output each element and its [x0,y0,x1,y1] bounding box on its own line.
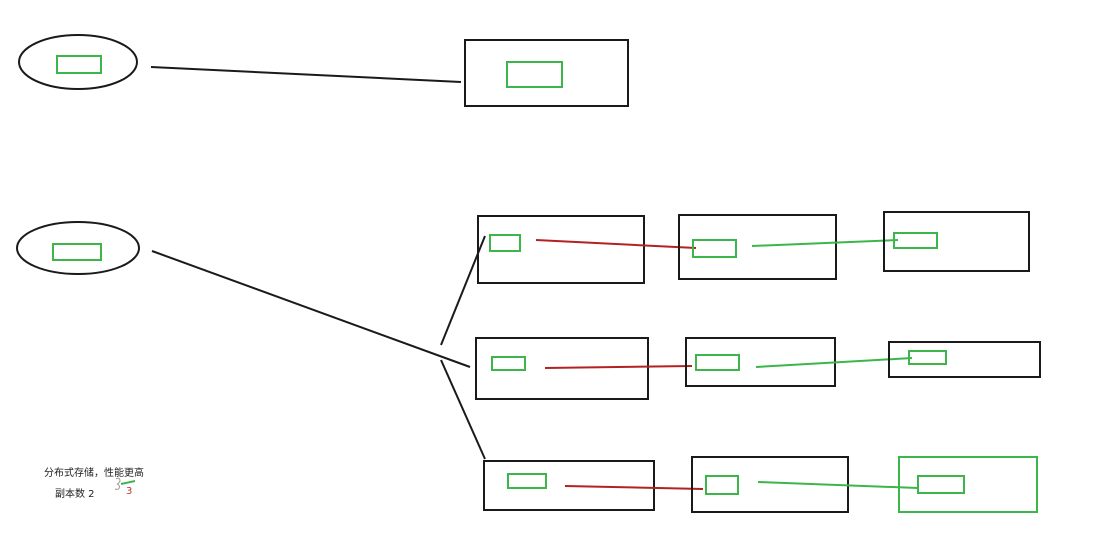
dist-client-inner-block [52,243,102,261]
row2-red-link [544,365,693,369]
dist-main-line [151,250,471,368]
row1-box3-block [893,232,938,249]
dist-client-ellipse [16,221,140,275]
row3-box3-block [917,475,965,494]
note-replica-count: 副本数 2 [55,489,95,500]
row1-green-link [751,239,899,247]
row1-box2-block [692,239,737,258]
row3-box1-block [507,473,547,489]
row1-box3 [883,211,1030,272]
top-server-box [464,39,629,107]
row1-box2 [678,214,837,280]
row3-box3-highlight [898,456,1038,513]
row1-box1-block [489,234,521,252]
row2-box2 [685,337,836,387]
row2-box1 [475,337,649,400]
row3-box2-block [705,475,739,495]
handwritten-correction-mark [114,477,136,490]
row1-red-link [535,239,697,249]
row2-box1-block [491,356,526,371]
top-client-inner-block [56,55,102,74]
row2-box2-block [695,354,740,371]
row1-box1 [477,215,645,284]
top-server-inner-block [506,61,563,88]
row2-box3-block [908,350,947,365]
row2-box3 [888,341,1041,378]
row3-red-link [564,485,704,490]
note-distributed-storage: 分布式存储，性能更高 [44,468,144,479]
note-replica-count-new: 3 [126,486,133,497]
row2-green-link [755,357,913,368]
top-connection-line [150,66,462,83]
row3-green-link [757,481,919,489]
top-client-ellipse [18,34,138,90]
row3-box1 [483,460,655,511]
dist-branch-bottom [440,359,486,460]
